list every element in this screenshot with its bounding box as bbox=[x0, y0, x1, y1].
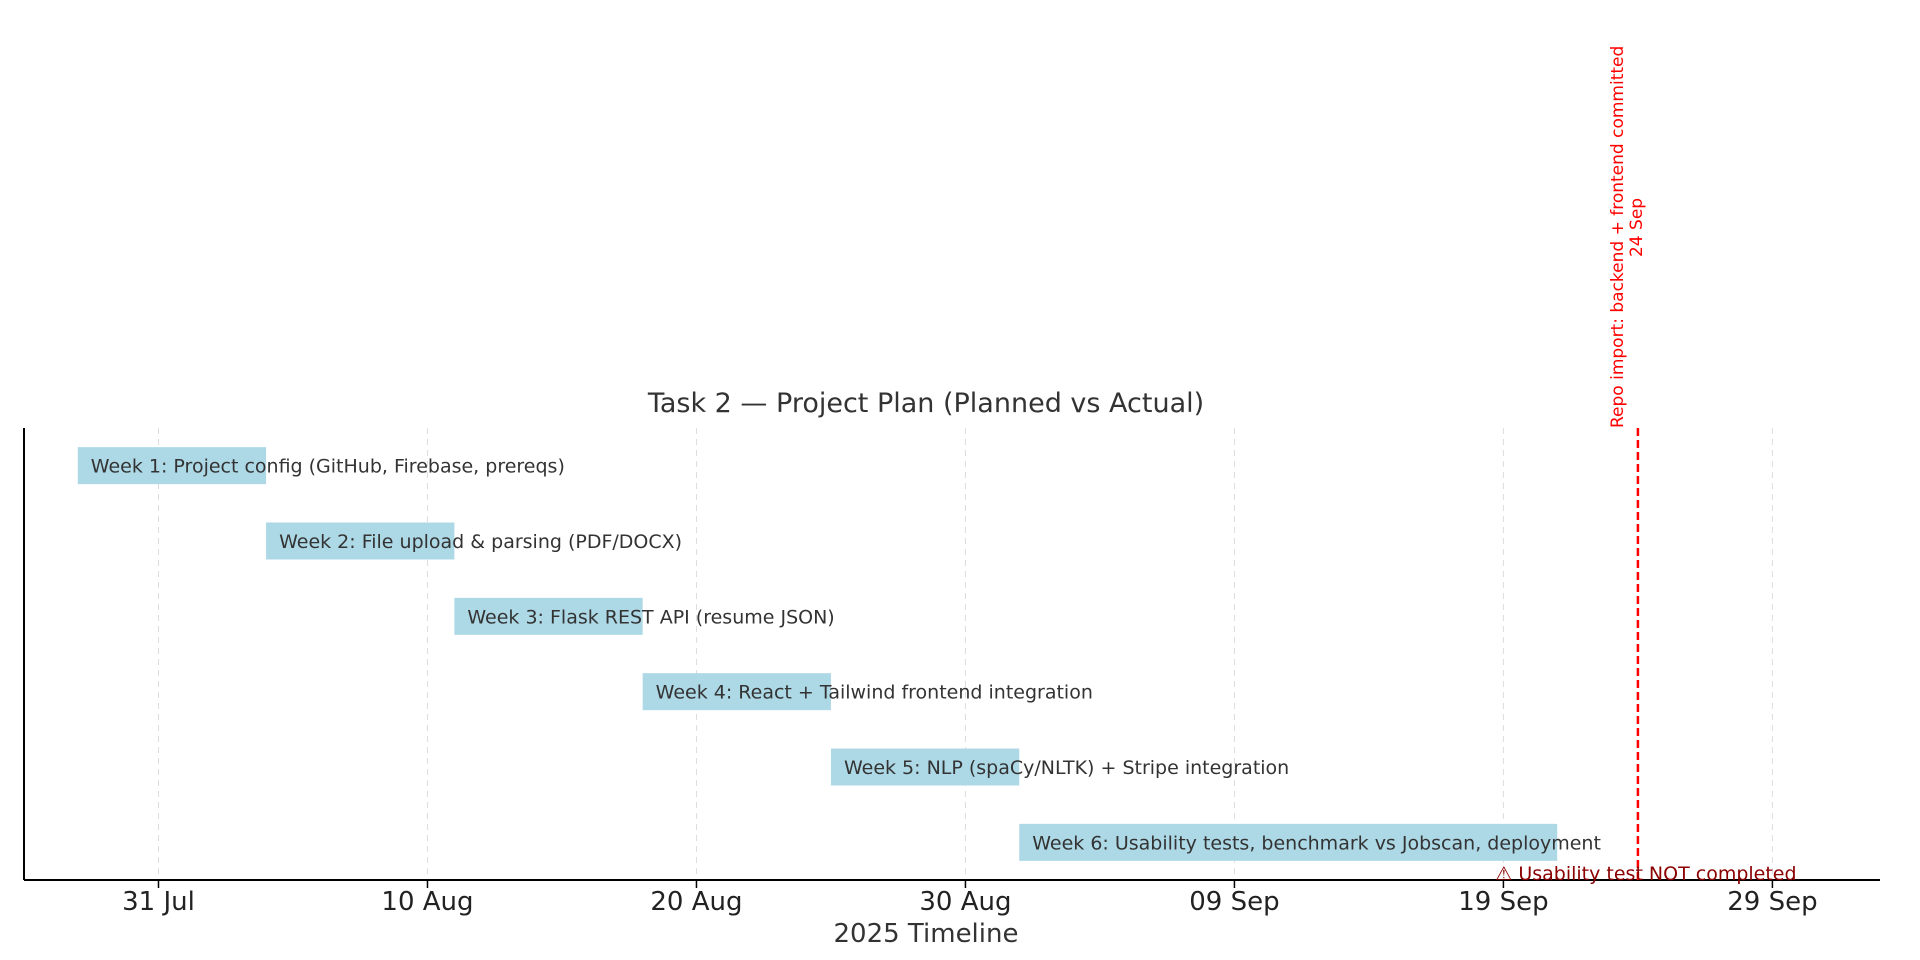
task-labels: Week 1: Project config (GitHub, Firebase… bbox=[91, 456, 1601, 855]
x-tick-label: 09 Sep bbox=[1189, 887, 1279, 917]
x-tick-label: 10 Aug bbox=[381, 887, 473, 917]
marker-note: ⚠ Usability test NOT completed bbox=[1495, 863, 1796, 885]
axes bbox=[23, 428, 1880, 881]
x-tick-label: 30 Aug bbox=[919, 887, 1011, 917]
task-label: Week 4: React + Tailwind frontend integr… bbox=[656, 682, 1093, 704]
marker: Repo import: backend + frontend committe… bbox=[1495, 46, 1796, 885]
marker-date-label: 24 Sep bbox=[1627, 198, 1647, 257]
task-bar bbox=[642, 673, 831, 711]
task-bar bbox=[454, 597, 643, 635]
x-tick-label: 31 Jul bbox=[122, 887, 195, 917]
task-bar bbox=[830, 748, 1020, 786]
x-tick-label: 19 Sep bbox=[1458, 887, 1548, 917]
x-axis-label: 2025 Timeline bbox=[834, 919, 1019, 949]
task-label: Week 2: File upload & parsing (PDF/DOCX) bbox=[279, 531, 682, 553]
task-label: Week 3: Flask REST API (resume JSON) bbox=[467, 606, 834, 628]
chart-title: Task 2 — Project Plan (Planned vs Actual… bbox=[647, 388, 1204, 419]
task-bar bbox=[266, 522, 455, 560]
task-label: Week 1: Project config (GitHub, Firebase… bbox=[91, 456, 565, 478]
task-bars bbox=[77, 447, 1558, 861]
grid-lines bbox=[157, 428, 1773, 880]
task-bar bbox=[77, 447, 267, 485]
task-label: Week 5: NLP (spaCy/NLTK) + Stripe integr… bbox=[844, 757, 1289, 779]
x-ticks: 31 Jul 10 Aug 20 Aug 30 Aug 09 Sep 19 Sep 29 S… bbox=[122, 880, 1818, 917]
task-bar bbox=[1019, 823, 1558, 861]
task-label: Week 6: Usability tests, benchmark vs Jo… bbox=[1032, 832, 1601, 854]
x-tick-label: 29 Sep bbox=[1727, 887, 1817, 917]
x-tick-label: 20 Aug bbox=[650, 887, 742, 917]
marker-label: Repo import: backend + frontend committe… bbox=[1608, 46, 1628, 428]
